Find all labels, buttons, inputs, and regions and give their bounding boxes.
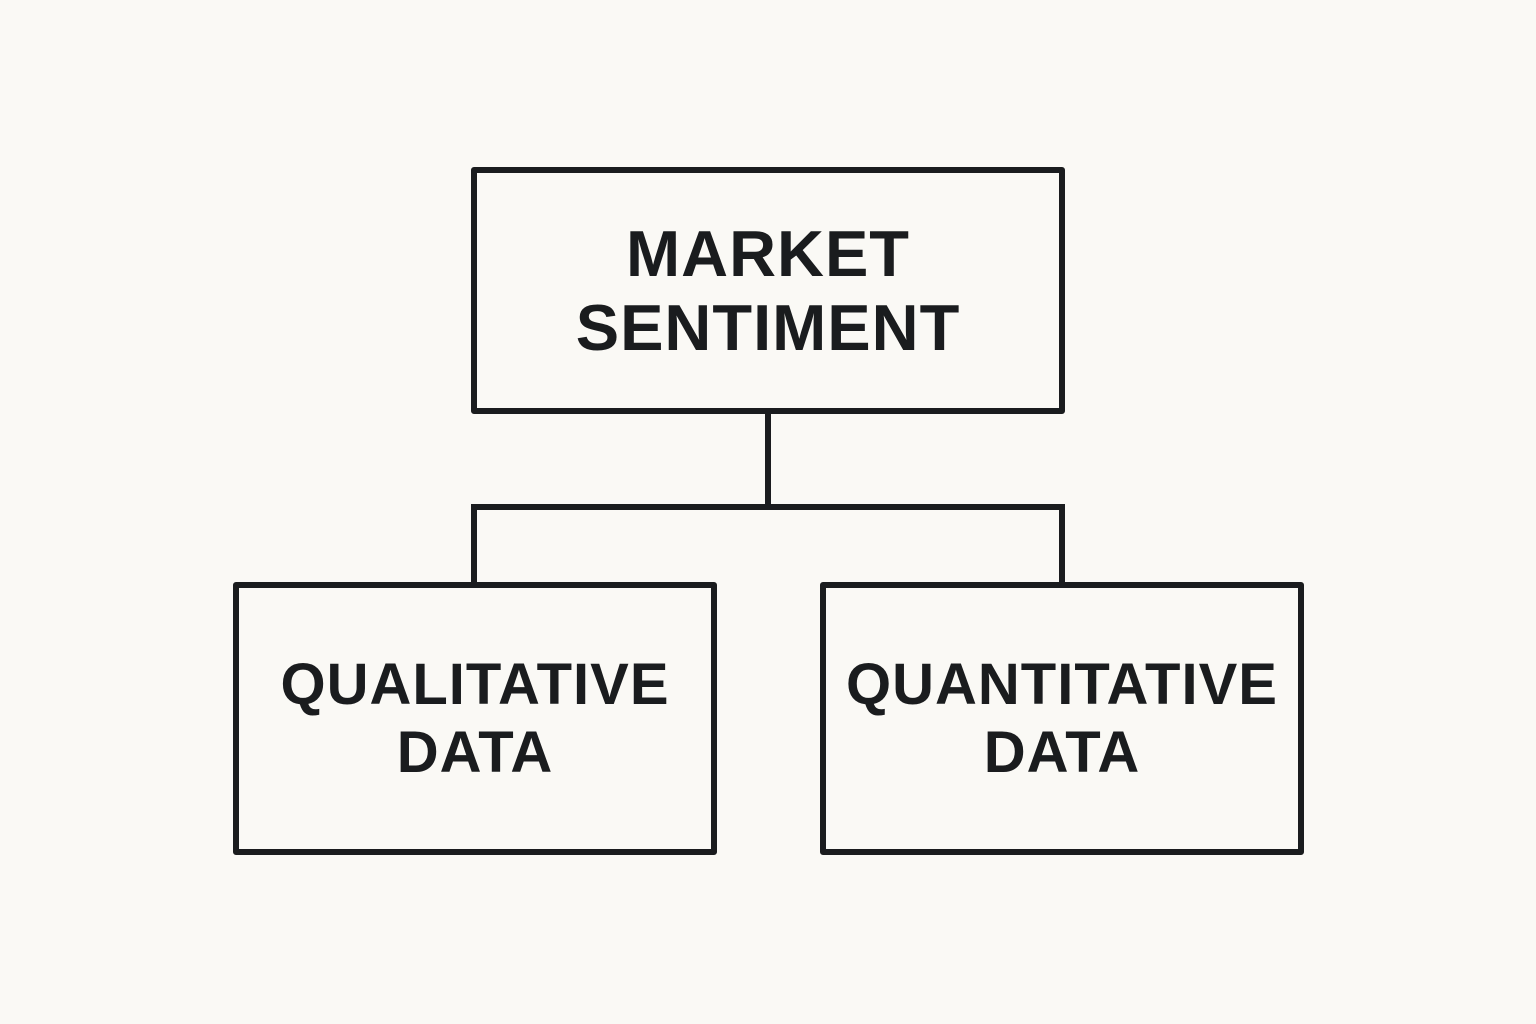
left-label-line-2: DATA — [396, 719, 554, 785]
right-label-line-1: QUANTITATIVE — [846, 651, 1278, 717]
quantitative-data-box: QUANTITATIVE DATA — [820, 582, 1304, 855]
root-label-line-2: SENTIMENT — [575, 290, 961, 364]
market-sentiment-box: MARKET SENTIMENT — [471, 167, 1065, 414]
right-label-line-2: DATA — [983, 719, 1141, 785]
root-label-line-1: MARKET — [625, 216, 911, 290]
qualitative-data-box: QUALITATIVE DATA — [233, 582, 717, 855]
left-label-line-1: QUALITATIVE — [280, 651, 670, 717]
